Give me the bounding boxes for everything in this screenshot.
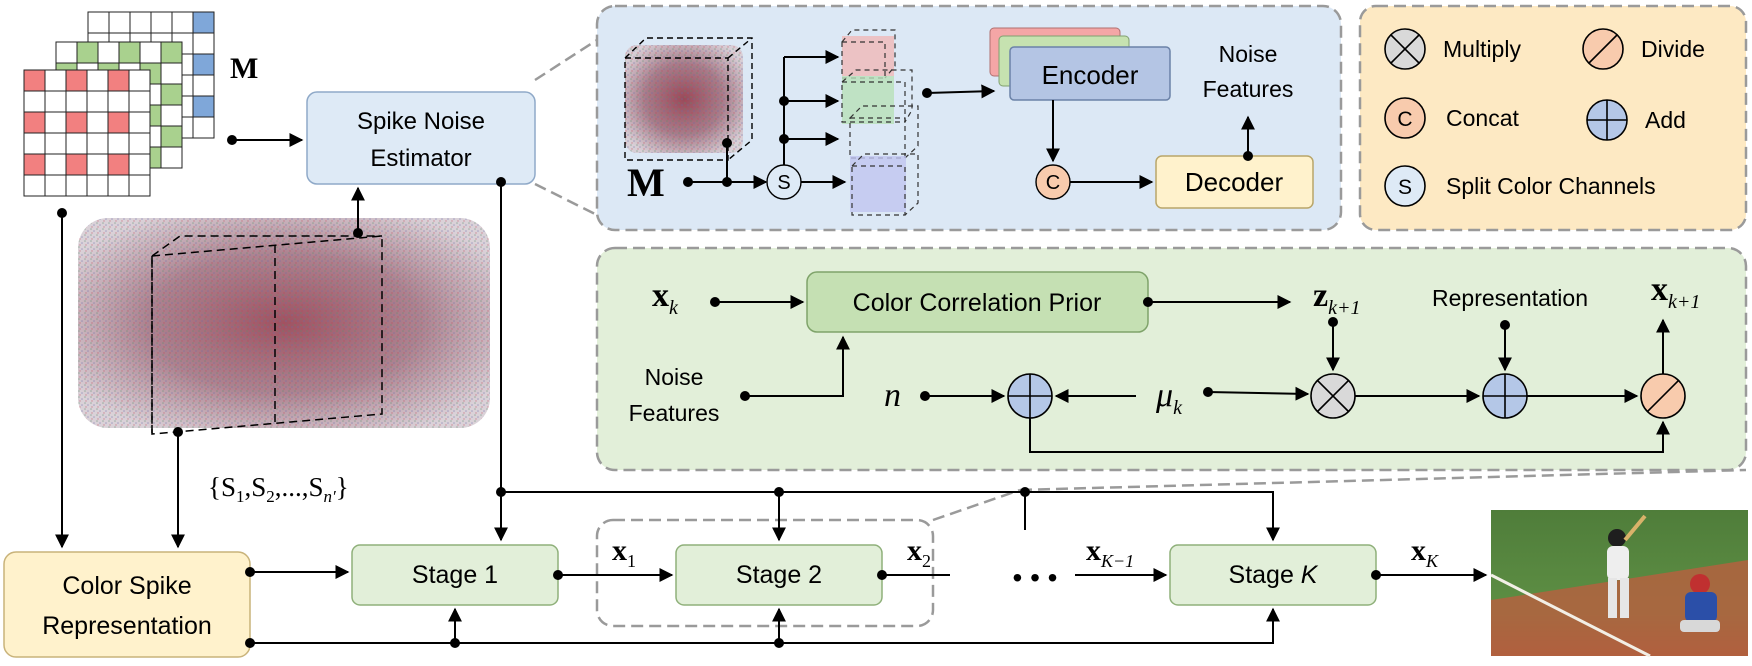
channel-cube-red [841, 29, 896, 79]
spike-volume-image [78, 218, 490, 435]
zoom-line-bottom [534, 182, 598, 217]
legend-multiply-label: Multiply [1443, 36, 1521, 62]
noise-features-label-top-line2: Features [1203, 76, 1294, 102]
legend-divide-label: Divide [1641, 36, 1705, 62]
n-label: n [884, 377, 901, 414]
zoom-line-stage [932, 488, 1021, 522]
xKm1-label: xK−1 [1086, 534, 1134, 571]
spike-set-label: {S1,S2,...,Sn′} [208, 472, 349, 506]
zoom-line-top [534, 38, 598, 82]
stage2-label: Stage 2 [736, 561, 822, 589]
representation-label: Representation [1432, 285, 1588, 311]
legend-concat-glyph: C [1397, 108, 1412, 131]
x2-label: x2 [907, 534, 931, 571]
color-spike-representation-line1: Color Spike [62, 572, 191, 600]
encoder-block[interactable] [1009, 46, 1171, 101]
color-spike-representation-block[interactable] [3, 551, 251, 658]
legend-add-label: Add [1645, 107, 1686, 133]
color-spike-representation-line2: Representation [42, 612, 212, 640]
xK-label: xK [1411, 534, 1439, 571]
stagek-label: Stage K [1229, 561, 1319, 589]
legend-divide-icon [1582, 28, 1624, 70]
multiply-operator [1310, 373, 1356, 419]
mask-label: M [230, 52, 258, 85]
legend-split-label: Split Color Channels [1446, 173, 1656, 199]
channel-cube-blue [850, 153, 919, 216]
z-label: zk+1 [1313, 277, 1360, 319]
output-baseball-image [1490, 510, 1748, 658]
stage1-label: Stage 1 [412, 561, 498, 589]
legend-panel [1358, 4, 1748, 232]
decoder-block[interactable] [1155, 155, 1314, 209]
split-operator-glyph: S [777, 172, 790, 194]
mu-label: μk [1155, 377, 1183, 419]
noise-features-label-top-line1: Noise [1219, 41, 1278, 67]
legend-split-glyph: S [1398, 176, 1412, 199]
legend-concat-label: Concat [1446, 105, 1519, 131]
xk1-label: xk+1 [1651, 271, 1700, 313]
add-operator-1 [1007, 373, 1053, 419]
legend-multiply-icon [1384, 28, 1426, 70]
x1-label: x1 [612, 534, 636, 571]
zoom-line-stage-2 [1019, 468, 1747, 492]
spike-noise-estimator-line1: Spike Noise [357, 108, 485, 135]
mask-grid-red [23, 69, 151, 197]
ellipsis-dots: • • • [1013, 562, 1058, 593]
legend-concat-icon [1384, 97, 1426, 139]
noise-features-label-lower-line1: Noise [645, 364, 704, 390]
spike-noise-estimator-block[interactable] [306, 91, 536, 185]
legend-add-icon [1586, 99, 1628, 141]
add-operator-2 [1482, 373, 1528, 419]
stage-detail-panel [595, 246, 1748, 472]
noise-features-label-lower-line2: Features [629, 400, 720, 426]
encoder-label: Encoder [1042, 60, 1139, 90]
channel-cube-green [841, 69, 913, 124]
decoder-label: Decoder [1185, 167, 1284, 197]
xk-label: xk [652, 277, 679, 319]
small-spike-cube [624, 37, 753, 161]
spike-noise-estimator-line2: Estimator [370, 145, 471, 172]
color-correlation-prior-label: Color Correlation Prior [853, 289, 1102, 317]
legend-split-icon [1384, 165, 1426, 207]
stage2-zoom-box [595, 518, 935, 628]
divide-operator [1640, 373, 1686, 419]
mask-grid-stack [23, 11, 215, 197]
mask-label-detail: M [627, 160, 665, 205]
concat-operator-glyph: C [1046, 172, 1060, 194]
